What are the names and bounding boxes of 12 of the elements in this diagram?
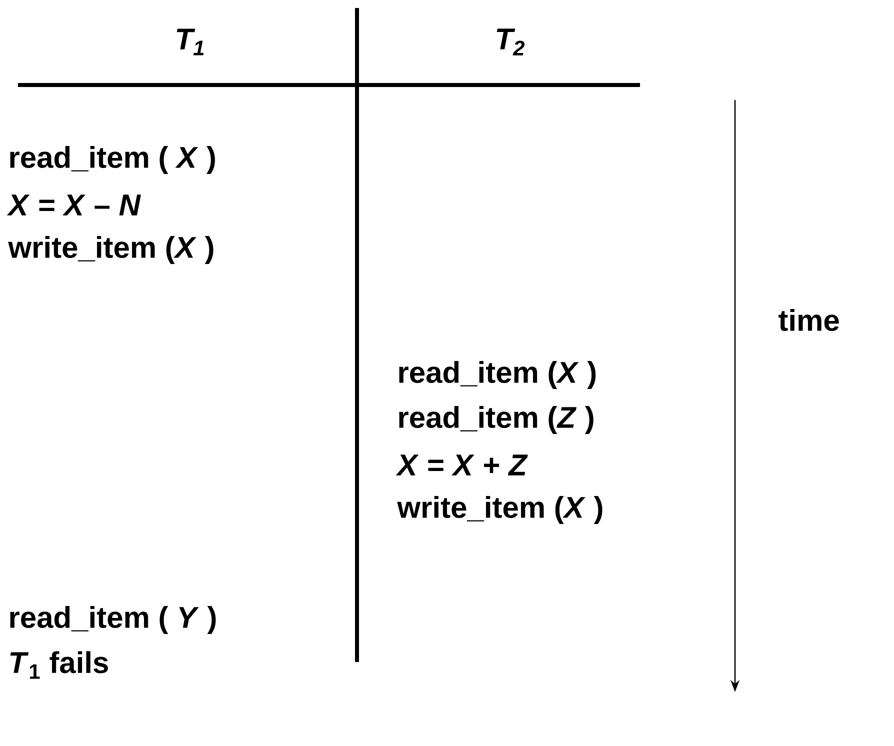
column-heading: T$_{2}$ <box>496 28 525 56</box>
statement-text: X = X – N <box>6 194 141 216</box>
statement-text: write_item (X ) <box>397 496 602 524</box>
statement-text: write_item (X ) <box>8 236 214 264</box>
time-label: time <box>778 308 839 332</box>
statement-text: X = X + Z <box>396 454 528 476</box>
statement-text: read_item (X ) <box>399 361 596 389</box>
column-heading: T$_{1}$ <box>176 28 204 56</box>
statement-text: read_item (Z ) <box>399 406 594 434</box>
statement-text: read_item ( X ) <box>10 146 215 174</box>
statement-text: read_item ( Y ) <box>10 606 216 634</box>
statement-text: T$_{1}$ fails <box>10 651 108 679</box>
